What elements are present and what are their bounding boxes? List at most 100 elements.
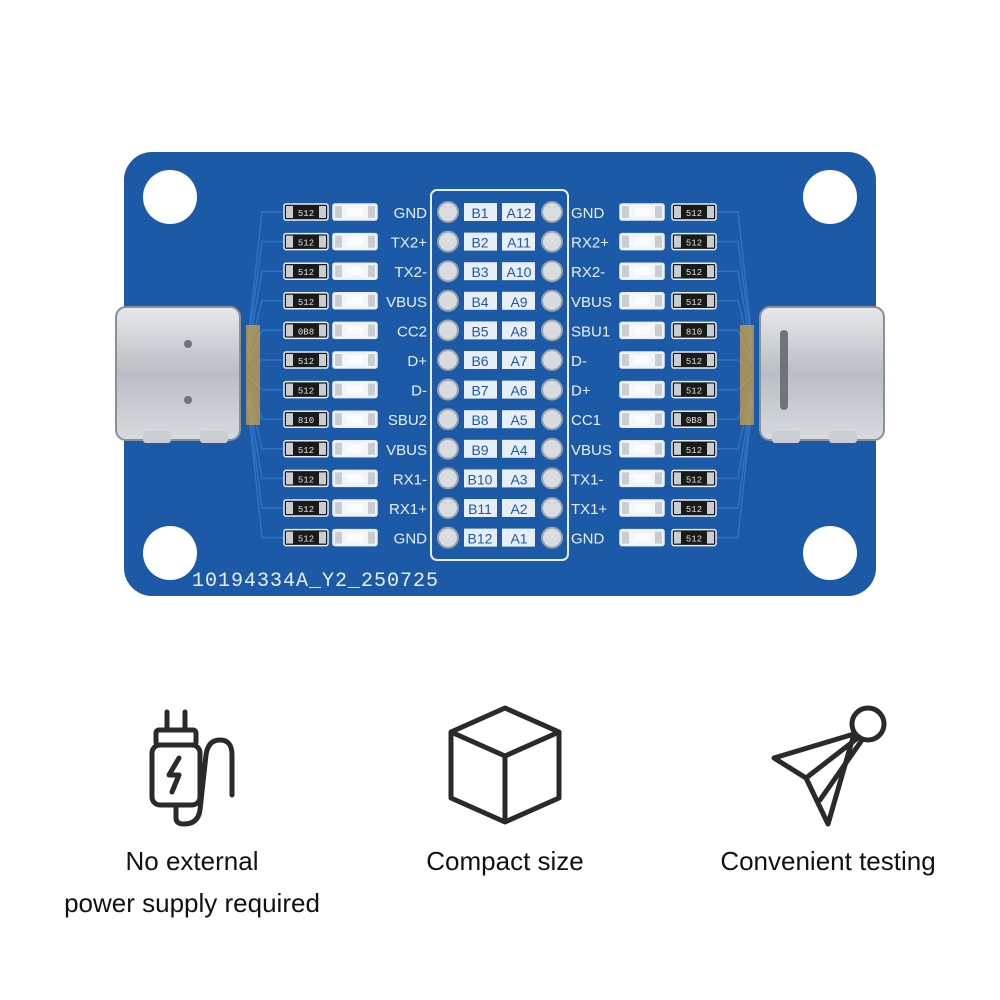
resistor: 512 — [283, 292, 329, 310]
resistor: 0B8 — [283, 321, 329, 340]
pin-label-bg — [502, 291, 535, 310]
feature-convenient-testing: Convenient testing — [678, 700, 978, 876]
resistor-code: 512 — [298, 446, 314, 456]
resistor-code: 512 — [298, 239, 314, 249]
resistor: 512 — [671, 380, 717, 399]
resistor: 512 — [283, 380, 329, 399]
solder-pad — [541, 260, 563, 283]
signal-label-right: VBUS — [571, 442, 612, 459]
signal-label-right: GND — [571, 205, 605, 222]
signal-label-left: GND — [394, 205, 428, 222]
pin-label-bg — [502, 469, 535, 488]
resistor: 0B8 — [671, 410, 717, 428]
led-indicator — [332, 351, 378, 369]
signal-label-left: TX2+ — [391, 235, 428, 252]
resistor-code: 810 — [298, 416, 314, 426]
signal-label-left: VBUS — [386, 442, 427, 459]
pin-label-bg — [464, 262, 497, 281]
feature-caption-line1: No external — [125, 846, 259, 876]
pin-label-bg — [502, 262, 535, 281]
feature-no-external-power: No external power supply required — [42, 700, 342, 918]
solder-pad — [541, 437, 563, 460]
mount-hole — [803, 526, 857, 580]
resistor-code: 512 — [298, 268, 314, 278]
signal-label-left: GND — [394, 531, 428, 548]
led-indicator — [332, 528, 378, 547]
pin-label-a: A2 — [510, 501, 527, 517]
solder-pad — [541, 201, 563, 223]
pin-label-bg — [464, 232, 497, 251]
led-indicator — [619, 232, 665, 251]
led-indicator — [619, 351, 665, 369]
pin-label-bg — [464, 321, 497, 340]
pin-label-a: A8 — [510, 323, 527, 339]
led-indicator — [332, 292, 378, 310]
board-serial-number: 10194334A_Y2_250725 — [192, 570, 439, 593]
resistor: 512 — [671, 469, 717, 488]
pin-label-bg — [502, 528, 535, 547]
pin-label-bg — [464, 528, 497, 547]
resistor: 810 — [283, 410, 329, 428]
solder-pad — [437, 497, 459, 519]
solder-pad — [541, 349, 563, 371]
solder-pad — [541, 526, 563, 549]
resistor: 512 — [283, 232, 329, 251]
pin-label-b: B1 — [471, 205, 488, 221]
led-indicator — [619, 380, 665, 399]
signal-label-left: D- — [411, 383, 427, 400]
feature-caption-line1: Compact size — [426, 846, 584, 876]
signal-label-right: RX2+ — [571, 235, 609, 252]
signal-label-right: TX1+ — [571, 501, 608, 518]
solder-pad — [437, 260, 459, 283]
cube-icon — [448, 705, 562, 825]
solder-pad — [437, 437, 459, 460]
pin-label-bg — [502, 351, 535, 369]
resistor-code: 512 — [686, 209, 702, 219]
resistor-code: 512 — [298, 387, 314, 397]
resistor-code: 512 — [686, 505, 702, 515]
signal-label-left: RX1+ — [389, 501, 427, 518]
led-indicator — [332, 440, 378, 458]
pin-label-bg — [502, 410, 535, 429]
pin-label-bg — [502, 232, 535, 251]
resistor-code: 512 — [686, 298, 702, 308]
pin-label-bg — [502, 499, 535, 517]
led-indicator — [619, 321, 665, 340]
solder-pad — [541, 230, 563, 253]
signal-label-left: CC2 — [397, 323, 427, 340]
pin-label-a: A10 — [507, 264, 532, 280]
solder-pad — [437, 349, 459, 371]
pin-label-b: B4 — [471, 294, 488, 310]
pin-label-b: B12 — [468, 531, 493, 547]
resistor-code: 512 — [686, 357, 702, 367]
resistor-code: 512 — [686, 387, 702, 397]
solder-pad — [437, 378, 459, 401]
resistor-code: 0B8 — [298, 327, 314, 337]
charger-plug-icon — [149, 709, 235, 827]
usb-c-connector-left — [115, 306, 260, 443]
resistor: 512 — [283, 528, 329, 547]
feature-caption-line1: Convenient testing — [720, 846, 936, 876]
solder-pad — [437, 467, 459, 490]
resistor-code: 512 — [686, 446, 702, 456]
led-indicator — [619, 469, 665, 488]
signal-label-left: D+ — [407, 353, 427, 370]
signal-label-right: VBUS — [571, 294, 612, 311]
pin-label-a: A1 — [510, 531, 527, 547]
pin-label-b: B11 — [468, 501, 492, 517]
pin-label-b: B10 — [468, 471, 493, 487]
resistor-code: 512 — [298, 357, 314, 367]
signal-label-left: VBUS — [386, 294, 427, 311]
resistor-code: 512 — [298, 505, 314, 515]
pin-label-b: B5 — [471, 323, 488, 339]
solder-pad — [541, 467, 563, 490]
led-indicator — [619, 292, 665, 310]
led-indicator — [332, 380, 378, 399]
resistor: 512 — [283, 262, 329, 280]
solder-pad — [541, 378, 563, 401]
led-indicator — [332, 410, 378, 428]
resistor-code: 512 — [686, 475, 702, 485]
solder-pad — [437, 201, 459, 223]
led-indicator — [332, 262, 378, 280]
resistor-code: 512 — [298, 298, 314, 308]
